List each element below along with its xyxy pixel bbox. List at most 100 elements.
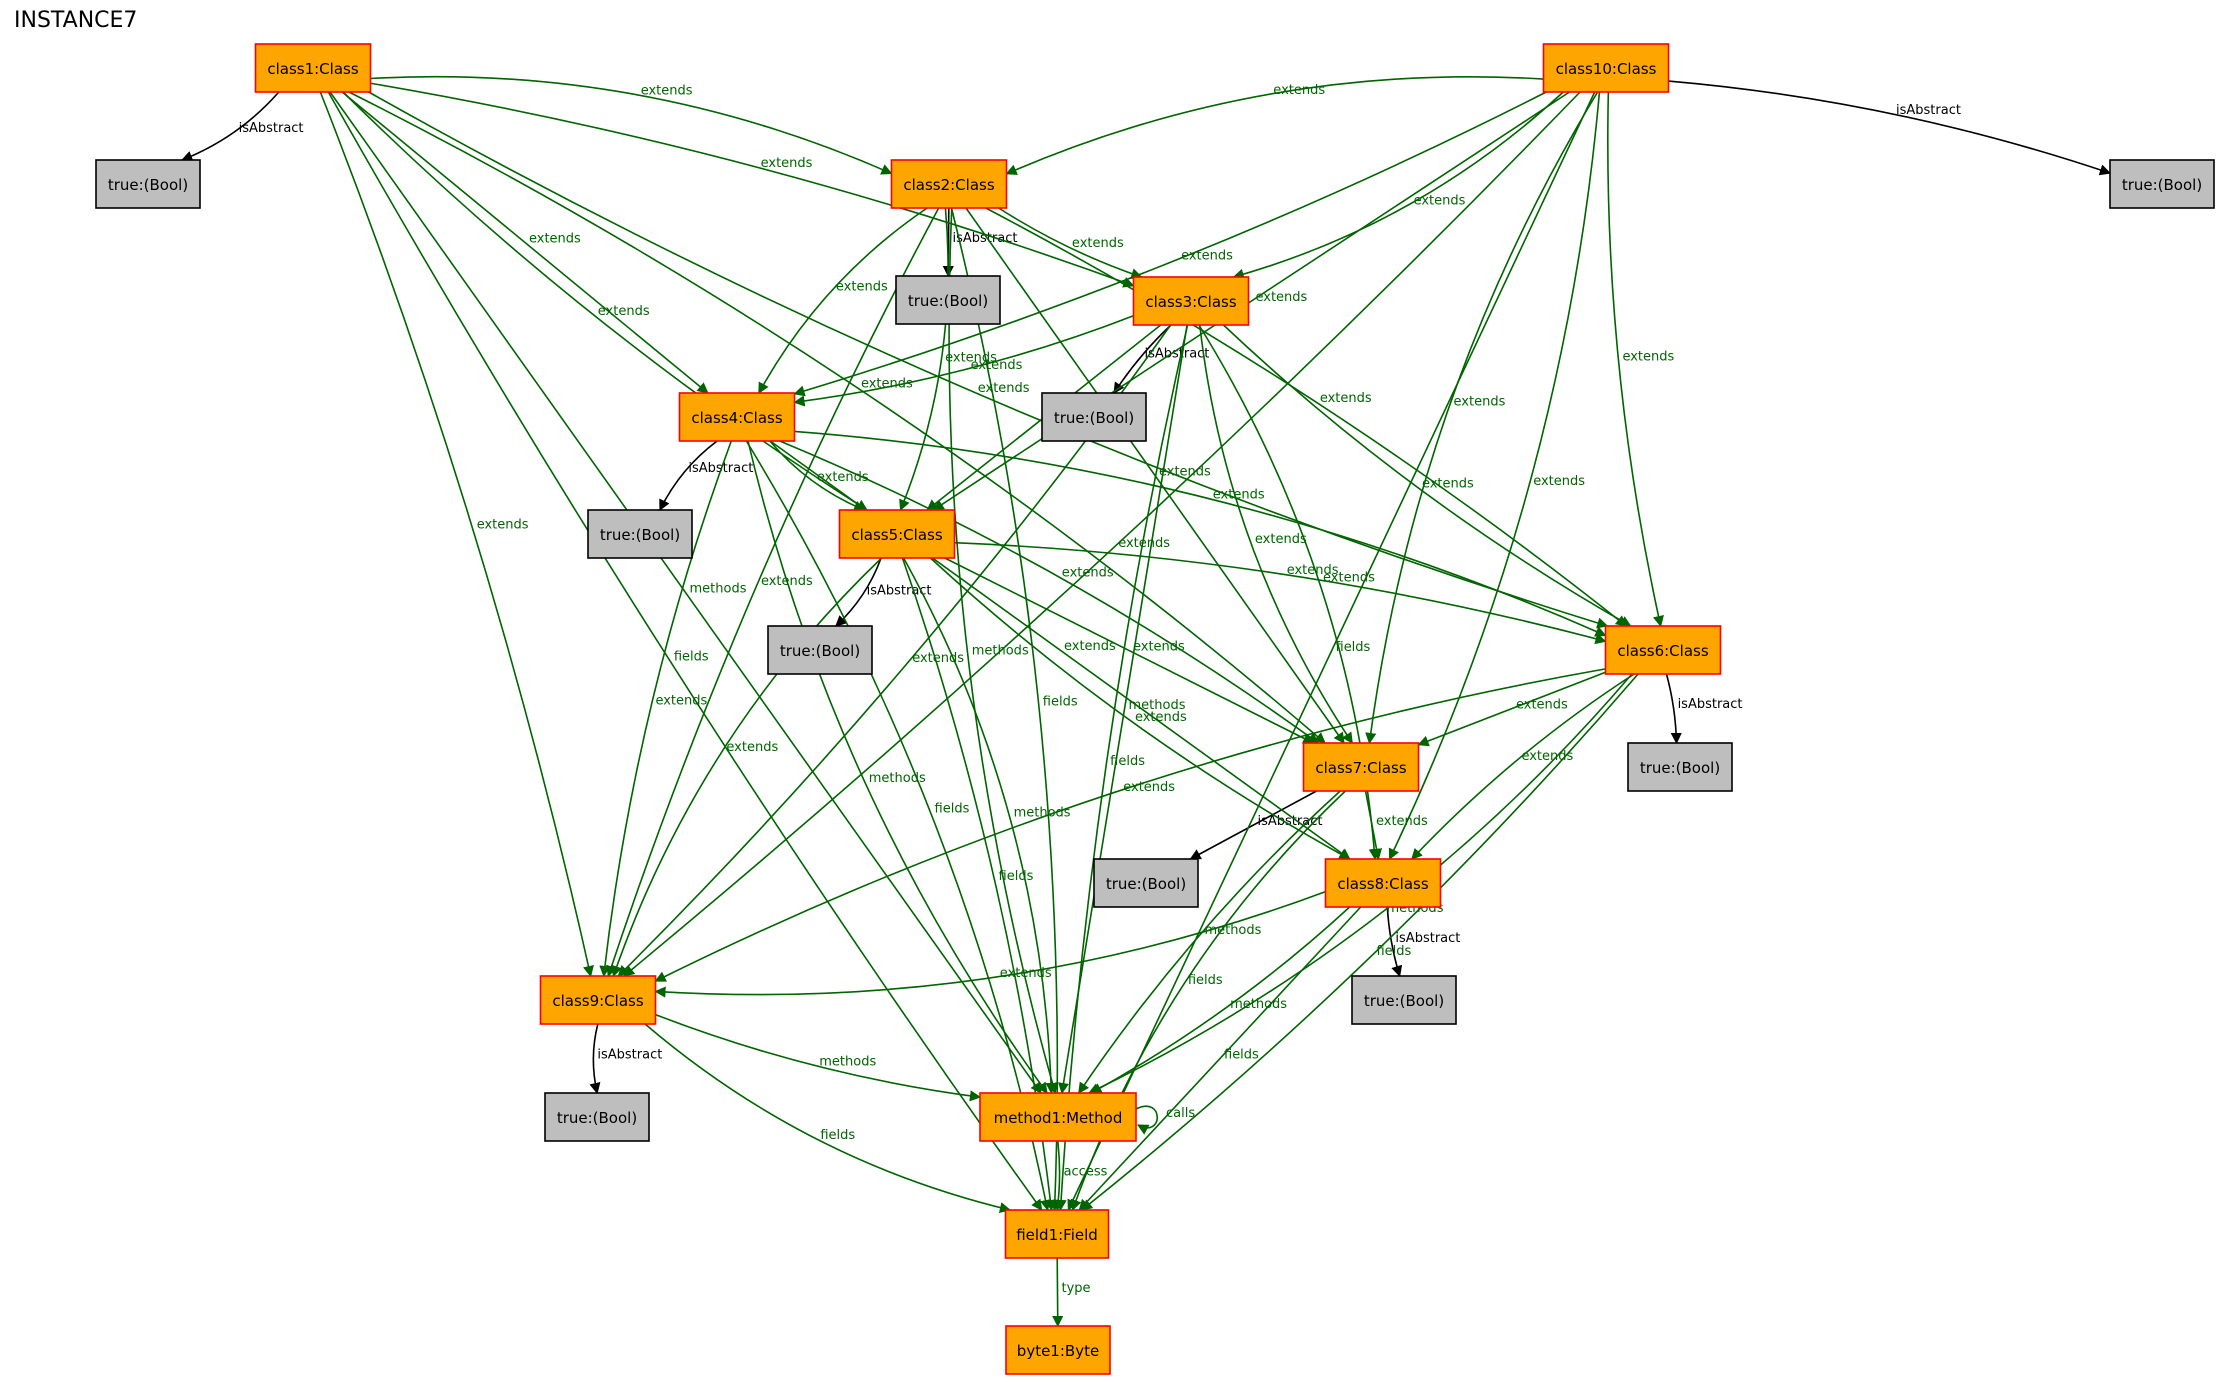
edge-line <box>1222 324 1632 627</box>
node-label: byte1:Byte <box>1017 1342 1099 1360</box>
edge-label: calls <box>1166 1106 1195 1121</box>
edge-line <box>998 207 1143 280</box>
node-label: class7:Class <box>1315 759 1406 777</box>
edge-label: isAbstract <box>1144 346 1209 361</box>
node-class2[interactable]: class2:Class <box>890 159 1008 209</box>
edge-fields-class1-to-field1: fields <box>327 91 1043 1211</box>
node-class10[interactable]: class10:Class <box>1542 43 1670 93</box>
node-box <box>1093 858 1199 908</box>
edge-label: extends <box>1622 350 1674 365</box>
edge-extends-class1-to-class7: extends <box>348 91 1326 744</box>
edge-methods-class5-to-method1: methods <box>902 557 1071 1095</box>
edge-extends-class1-to-class9: extends <box>319 91 594 978</box>
node-class5[interactable]: class5:Class <box>838 509 956 559</box>
node-class7[interactable]: class7:Class <box>1302 742 1420 792</box>
edge-label: extends <box>817 470 869 485</box>
edge-extends-class2-to-class4: extends <box>758 207 928 394</box>
edge-line <box>1081 673 1639 1211</box>
node-box <box>1324 858 1442 908</box>
node-b7[interactable]: true:(Bool) <box>1093 858 1199 908</box>
edge-line <box>611 557 883 978</box>
edge-line <box>342 91 868 511</box>
edge-line <box>929 557 1351 860</box>
edge-label: extends <box>1273 83 1325 98</box>
edge-line <box>1607 91 1664 628</box>
node-byte1[interactable]: byte1:Byte <box>1005 1325 1111 1375</box>
node-b4[interactable]: true:(Bool) <box>587 509 693 559</box>
edge-extends-class6-to-class7: extends <box>1417 671 1606 747</box>
edge-label: methods <box>1204 923 1261 938</box>
node-label: true:(Bool) <box>557 1109 637 1127</box>
edge-label: extends <box>761 156 813 171</box>
edge-label: isAbstract <box>953 231 1018 246</box>
edge-label: extends <box>655 694 707 709</box>
node-box <box>1005 1325 1111 1375</box>
edge-line <box>1078 906 1362 1211</box>
edge-calls-method1-to-method1: calls <box>1135 1105 1195 1135</box>
edge-methods-class1-to-method1: methods <box>329 91 1042 1094</box>
edge-label: extends <box>971 358 1023 373</box>
edge-fields-class8-to-field1: fields <box>1078 906 1362 1211</box>
node-b9[interactable]: true:(Bool) <box>544 1092 650 1142</box>
node-b10[interactable]: true:(Bool) <box>2109 159 2215 209</box>
edge-line <box>623 91 1581 977</box>
node-class4[interactable]: class4:Class <box>678 392 796 442</box>
edge-line <box>902 557 1057 1095</box>
node-b1[interactable]: true:(Bool) <box>95 159 201 209</box>
node-method1[interactable]: method1:Method <box>979 1092 1137 1142</box>
edge-line <box>644 1023 1012 1214</box>
edge-label: extends <box>1133 640 1185 655</box>
node-class3[interactable]: class3:Class <box>1132 276 1250 326</box>
edge-extends-class8-to-class9: extends <box>654 890 1326 998</box>
node-field1[interactable]: field1:Field <box>1004 1209 1110 1259</box>
edge-extends-class2-to-class3: extends <box>998 207 1143 280</box>
edge-extends-class7-to-class8: extends <box>1364 790 1428 861</box>
edge-line <box>793 314 1134 407</box>
edge-extends-class10-to-class9: extends <box>623 91 1581 977</box>
edge-line <box>1052 1140 1065 1212</box>
edge-line <box>181 91 280 162</box>
edge-label: fields <box>674 650 709 665</box>
node-label: class5:Class <box>851 526 942 544</box>
node-box <box>678 392 796 442</box>
node-b5[interactable]: true:(Bool) <box>767 625 873 675</box>
node-class6[interactable]: class6:Class <box>1604 625 1722 675</box>
edge-extends-class10-to-class2: extends <box>1005 75 1544 175</box>
node-b8[interactable]: true:(Bool) <box>1351 975 1457 1025</box>
edge-fields-class3-to-field1: fields <box>1055 324 1189 1212</box>
node-class1[interactable]: class1:Class <box>254 43 372 93</box>
node-box <box>1302 742 1420 792</box>
node-b3[interactable]: true:(Bool) <box>1041 392 1147 442</box>
node-class8[interactable]: class8:Class <box>1324 858 1442 908</box>
edge-extends-class4-to-class9: extends <box>599 440 733 978</box>
edge-extends-class3-to-class6: extends <box>1222 324 1632 627</box>
edge-line <box>1090 906 1351 1094</box>
edge-line <box>1411 673 1635 860</box>
edge-label: extends <box>1135 710 1187 725</box>
node-b6[interactable]: true:(Bool) <box>1627 742 1733 792</box>
node-label: class1:Class <box>267 60 358 78</box>
edge-line <box>368 91 1609 629</box>
nodes-layer: class1:Class class10:Class true:(Bool) true… <box>95 43 2215 1375</box>
edge-line <box>769 440 866 512</box>
edge-isAbstract-class7-to-b7: isAbstract <box>1189 790 1322 860</box>
node-label: true:(Bool) <box>1106 875 1186 893</box>
edge-isAbstract-class8-to-b8: isAbstract <box>1386 906 1460 978</box>
edge-line <box>1388 91 1601 861</box>
node-box <box>1542 43 1670 93</box>
node-class9[interactable]: class9:Class <box>539 975 657 1025</box>
node-box <box>1351 975 1457 1025</box>
edge-label: fields <box>1336 640 1371 655</box>
edge-extends-class5-to-class8: extends <box>929 557 1351 860</box>
edge-extends-class10-to-class6: extends <box>1607 91 1675 628</box>
edge-line <box>606 207 940 978</box>
edge-isAbstract-class5-to-b5: isAbstract <box>835 557 932 627</box>
edges-layer: isAbstract isAbstract isAbstract isAbstract… <box>181 75 2112 1328</box>
edge-label: extends <box>861 377 913 392</box>
node-b2[interactable]: true:(Bool) <box>895 275 1001 325</box>
edge-label: extends <box>529 232 581 247</box>
node-label: true:(Bool) <box>108 176 188 194</box>
edge-label: extends <box>1533 474 1585 489</box>
edge-isAbstract-class10-to-b10: isAbstract <box>1668 80 2112 176</box>
edge-label: extends <box>1072 236 1124 251</box>
